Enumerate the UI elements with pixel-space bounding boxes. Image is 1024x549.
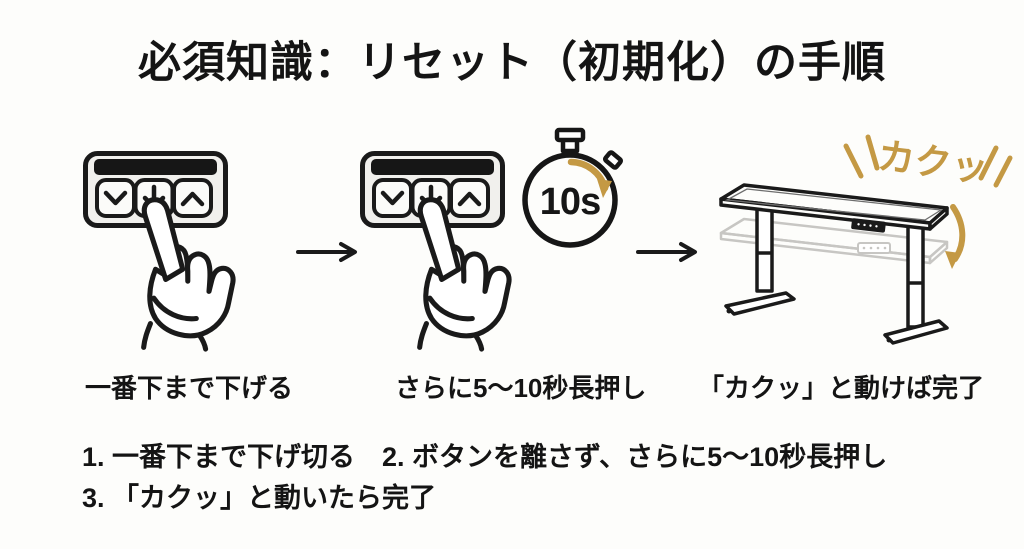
desk-legs: [724, 203, 949, 345]
step-arrow-icon: [636, 242, 697, 262]
desk-remote-icon: [83, 151, 228, 228]
stopwatch-seconds-label: 10s: [540, 181, 600, 223]
clockwise-time-arrowhead: [597, 179, 612, 198]
chevron-up-icon: [457, 191, 482, 207]
summary-instructions: 1. 一番下まで下げ切る 2. ボタンを離さず、さらに5〜10秒長押し 3. 「…: [82, 437, 887, 519]
standing-desk-icon: [719, 183, 966, 345]
emphasis-slash-marks-right: [978, 145, 1013, 188]
summary-line-2: 3. 「カクッ」と動いたら完了: [82, 483, 437, 513]
step-arrow-icon: [296, 242, 357, 262]
step-2-caption: さらに5〜10秒長押し: [395, 373, 647, 403]
desk-control-panel: [851, 218, 886, 233]
step-3-caption: 「カクッ」と動けば完了: [698, 373, 985, 403]
emphasis-slash-marks-left: [843, 134, 880, 179]
chevron-down-icon: [380, 190, 405, 206]
chevron-down-icon: [103, 190, 128, 206]
pointing-hand-icon: [417, 197, 512, 352]
step-1-caption: 一番下まで下げる: [85, 373, 294, 403]
remote-display: [94, 159, 217, 175]
desk-tabletop-inset-line: [724, 188, 943, 221]
clunk-sound-effect: カクッ: [843, 134, 1013, 190]
remote-button-chevron-up: [172, 178, 213, 218]
desk-foot-pads: [726, 308, 892, 343]
desk-ghost-control-panel: [857, 242, 891, 254]
remote-display: [371, 159, 494, 175]
desk-remote-icon: [360, 151, 505, 228]
chevron-up-icon: [180, 191, 205, 207]
summary-line-1: 1. 一番下まで下げ切る 2. ボタンを離さず、さらに5〜10秒長押し: [82, 442, 888, 472]
drop-motion-arrow-icon: [945, 204, 966, 269]
remote-button-chevron-up: [449, 178, 490, 218]
page-title: 必須知識：リセット（初期化）の手順: [138, 39, 886, 87]
stopwatch-icon: 10s: [522, 127, 624, 248]
clunk-sound-text: カクッ: [875, 135, 990, 189]
pointing-hand-icon: [141, 197, 236, 352]
